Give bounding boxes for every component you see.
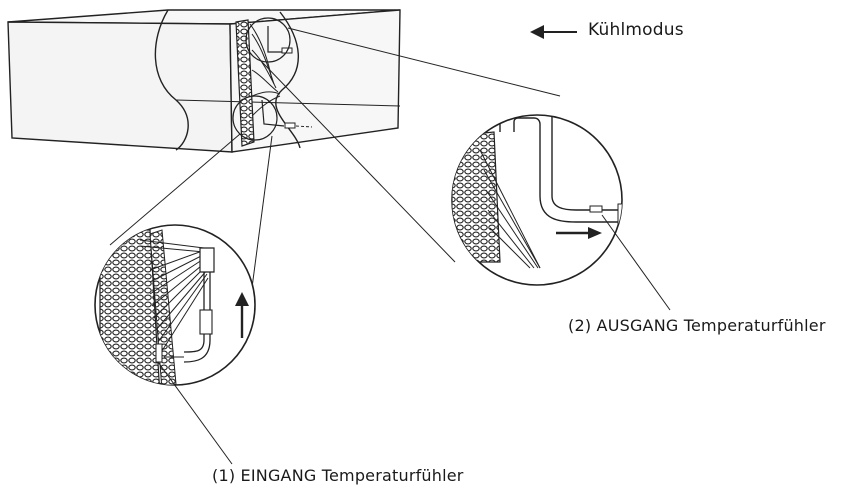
zoom-circle-inlet-small	[232, 95, 278, 141]
outlet-sensor-label: (2) AUSGANG Temperaturfühler	[568, 316, 826, 335]
indoor-unit-body	[7, 9, 401, 153]
flow-arrow-right-icon	[556, 227, 602, 239]
zoom-circle-outlet-small	[245, 17, 291, 63]
flow-arrow-up-icon	[235, 292, 249, 338]
zoom-circle-inlet	[94, 224, 256, 386]
zoom-circle-outlet	[451, 114, 623, 286]
arrow-left-icon	[530, 25, 577, 39]
cooling-mode-label: Kühlmodus	[588, 20, 684, 40]
inlet-sensor-label: (1) EINGANG Temperaturfühler	[212, 466, 464, 485]
outlet-sensor-callout	[601, 214, 671, 311]
inlet-sensor-callout	[157, 361, 233, 465]
